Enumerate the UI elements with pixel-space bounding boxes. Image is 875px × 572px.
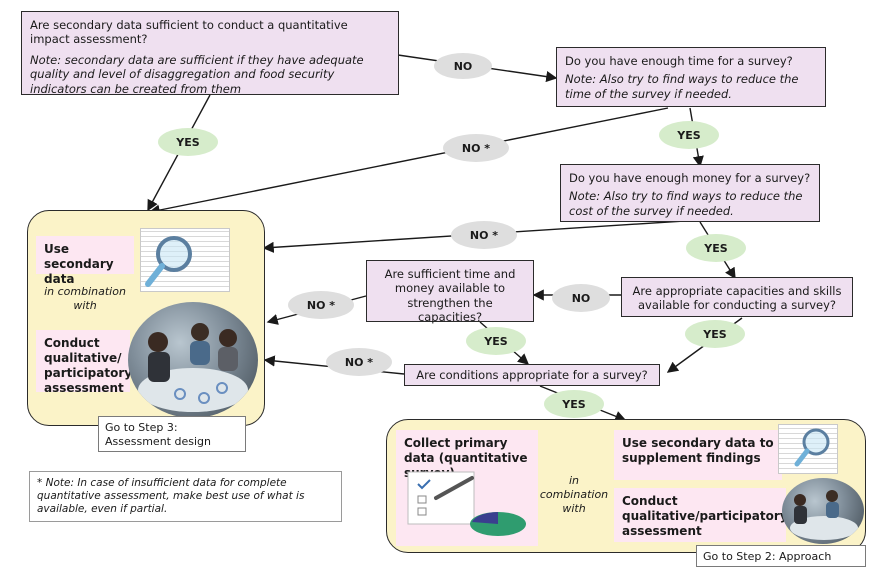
footnote: * Note: In case of insufficient data for…	[29, 471, 342, 522]
question-note: Note: Also try to find ways to reduce th…	[565, 72, 799, 101]
question-enough-time: Do you have enough time for a survey? No…	[556, 47, 826, 107]
question-note: Note: Also try to find ways to reduce th…	[569, 189, 803, 218]
label-yes: YES	[466, 327, 526, 355]
conduct-qualitative-label: Conduct qualitative/ participatory asses…	[36, 330, 132, 395]
question-text: Are conditions appropriate for a survey?	[416, 368, 648, 382]
participatory-photo	[128, 302, 258, 418]
combination-text: in combination with	[44, 285, 126, 312]
label-yes: YES	[659, 121, 719, 149]
combination-text: in combination with	[539, 474, 609, 515]
label-no: NO	[434, 53, 492, 79]
participatory-photo	[782, 478, 864, 544]
label-no: NO	[552, 284, 610, 312]
question-text: Are secondary data sufficient to conduct…	[30, 18, 348, 47]
go-to-step-2-link[interactable]: Go to Step 2: Approach	[696, 545, 866, 567]
magnifier-icon	[794, 428, 830, 467]
label-no-star: NO *	[288, 291, 354, 319]
question-note: Note: secondary data are sufficient if t…	[30, 52, 364, 96]
label-no-star: NO *	[451, 221, 517, 249]
question-conditions-appropriate: Are conditions appropriate for a survey?	[404, 364, 660, 386]
use-secondary-supplement-label: Use secondary data to supplement finding…	[614, 430, 782, 480]
arrow-q2-no	[148, 107, 669, 216]
label-yes: YES	[686, 234, 746, 262]
survey-chart-icon	[407, 471, 526, 536]
photo-figures	[138, 323, 248, 412]
photo-figures	[790, 490, 858, 540]
question-enough-money: Do you have enough money for a survey? N…	[560, 164, 820, 222]
label-no-star: NO *	[443, 134, 509, 162]
label-yes: YES	[158, 128, 218, 156]
conduct-qualitative-participatory-label: Conduct qualitative/participatory assess…	[614, 488, 788, 542]
label-no-star: NO *	[326, 348, 392, 376]
label-yes: YES	[685, 320, 745, 348]
question-text: Are appropriate capacities and skills av…	[632, 284, 842, 313]
label-yes: YES	[544, 390, 604, 418]
question-text: Are sufficient time and money available …	[384, 267, 516, 325]
question-secondary-data-sufficient: Are secondary data sufficient to conduct…	[21, 11, 399, 96]
question-text: Do you have enough money for a survey?	[569, 171, 811, 185]
question-strengthen-capacities: Are sufficient time and money available …	[366, 260, 534, 325]
question-text: Do you have enough time for a survey?	[565, 54, 793, 68]
use-secondary-data-label: Use secondary data	[36, 236, 134, 286]
magnifier-icon	[145, 236, 192, 287]
question-capacities-available: Are appropriate capacities and skills av…	[621, 277, 853, 317]
go-to-step-3-link[interactable]: Go to Step 3: Assessment design	[98, 416, 246, 452]
